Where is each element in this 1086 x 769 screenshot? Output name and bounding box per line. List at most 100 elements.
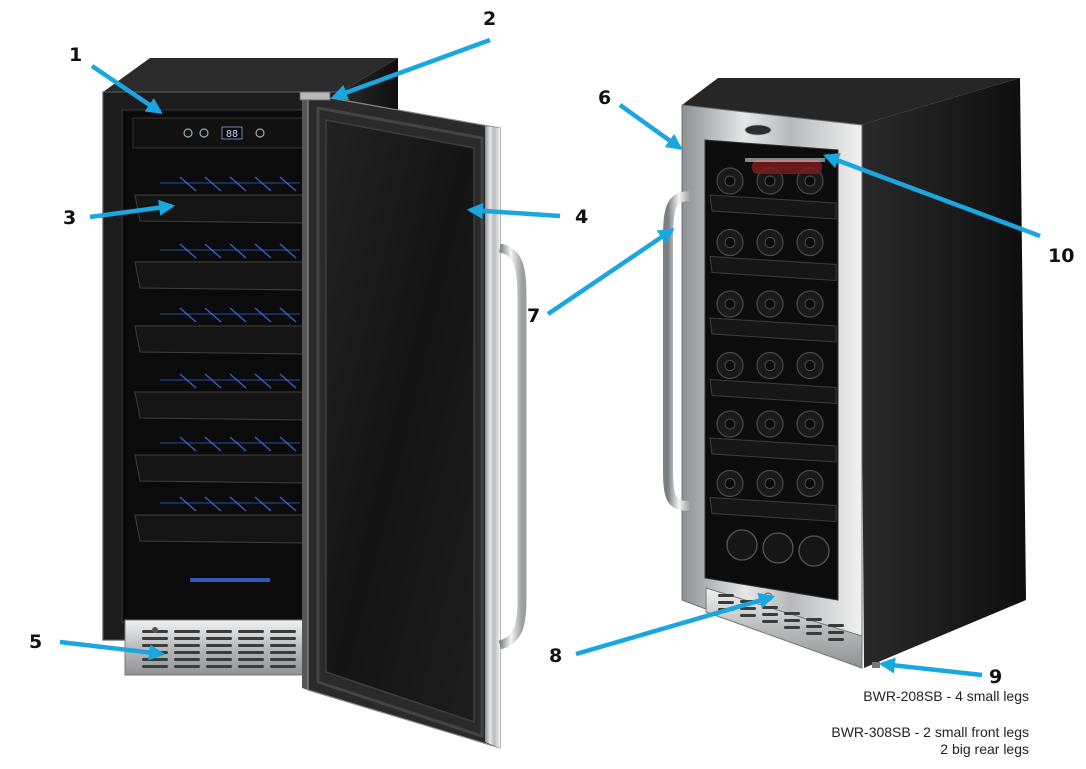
grille-slot xyxy=(238,630,264,633)
grille-slot xyxy=(174,644,200,647)
bottle-punt xyxy=(804,478,816,489)
grille-slot xyxy=(270,637,296,640)
rack-wire xyxy=(254,243,272,259)
top-bottle-label xyxy=(752,160,822,174)
grille-slot xyxy=(238,644,264,647)
grille-slot xyxy=(206,637,232,640)
floor-light xyxy=(190,578,270,582)
rack-wire xyxy=(229,307,247,323)
grille-slot xyxy=(142,658,168,661)
bottle-punt xyxy=(804,175,816,187)
right-grille-slot xyxy=(784,612,800,615)
right-grille-slot xyxy=(762,620,778,623)
grille-slot xyxy=(174,665,200,668)
grille-slot xyxy=(174,630,200,633)
rear-leg xyxy=(872,662,880,668)
rack-wire xyxy=(254,307,272,323)
grille-slot xyxy=(238,637,264,640)
rack-wire xyxy=(254,436,272,452)
bottle-punt xyxy=(804,237,816,248)
grille-slot xyxy=(270,665,296,668)
svg-text:88: 88 xyxy=(226,129,238,140)
bottle-punt xyxy=(764,237,776,248)
rack-wire xyxy=(204,373,222,389)
callout-7: 7 xyxy=(527,305,540,327)
bottle-punt xyxy=(724,360,736,371)
rack-wire xyxy=(179,307,197,323)
right-shelves-with-bottles xyxy=(709,158,837,567)
rack-wire xyxy=(229,436,247,452)
bottle-punt xyxy=(724,478,736,489)
leg-note-308-front: BWR-308SB - 2 small front legs xyxy=(831,724,1029,740)
arrow-7 xyxy=(546,228,675,316)
open-glass-door xyxy=(299,91,527,749)
bottom-bottle xyxy=(798,535,830,567)
arrow-4 xyxy=(466,202,561,219)
bottle-punt xyxy=(724,298,736,310)
rack-wire xyxy=(229,176,247,192)
grille-slot xyxy=(270,651,296,654)
rack-wire xyxy=(279,373,297,389)
grille-slot xyxy=(142,665,168,668)
grille-slot xyxy=(238,658,264,661)
shelf-3 xyxy=(134,325,306,355)
right-shelf-3 xyxy=(709,317,837,343)
rack-wire xyxy=(179,496,197,512)
callout-10: 10 xyxy=(1048,245,1074,267)
right-shelf-2 xyxy=(709,255,837,282)
right-grille-slot xyxy=(828,638,844,641)
bottle-punt xyxy=(764,360,776,371)
bottle-punt xyxy=(724,237,736,248)
grille-slot xyxy=(142,644,168,647)
bottle-punt xyxy=(764,478,776,489)
bottle-punt xyxy=(724,418,736,430)
power-button-icon xyxy=(183,128,193,138)
right-shelf-1 xyxy=(709,194,837,220)
bottom-bottle xyxy=(762,532,794,564)
rack-wire xyxy=(229,496,247,512)
grille-slot xyxy=(206,651,232,654)
rack-wire xyxy=(279,176,297,192)
rack-wire xyxy=(254,373,272,389)
grille-slot xyxy=(238,651,264,654)
right-grille-slot xyxy=(762,606,778,609)
bottle-punt xyxy=(804,298,816,310)
callout-9: 9 xyxy=(989,666,1002,688)
callout-6: 6 xyxy=(598,87,611,109)
right-grille-slot xyxy=(784,626,800,629)
bottle-punt xyxy=(804,360,816,371)
right-grille-slot xyxy=(806,632,822,635)
arrow-9 xyxy=(878,657,983,678)
leg-note-308-rear: 2 big rear legs xyxy=(940,741,1029,757)
right-grille-slot xyxy=(806,618,822,621)
rack-wire xyxy=(204,243,222,259)
callout-1: 1 xyxy=(69,44,82,66)
left-front-grille xyxy=(124,619,306,676)
grille-slot xyxy=(174,658,200,661)
arrow-6 xyxy=(618,103,683,150)
rack-wire xyxy=(254,176,272,192)
callout-arrows xyxy=(59,37,1041,678)
grille-slot xyxy=(174,637,200,640)
rack-wire xyxy=(229,243,247,259)
arrow-3 xyxy=(89,199,176,220)
right-grille-slot xyxy=(806,625,822,628)
grille-slot xyxy=(270,644,296,647)
rack-wire xyxy=(204,307,222,323)
shelf-6 xyxy=(134,514,306,544)
grille-slot xyxy=(206,658,232,661)
rack-wire xyxy=(179,243,197,259)
callout-3: 3 xyxy=(63,207,76,229)
shelf-2 xyxy=(134,261,306,291)
right-grille-slot xyxy=(762,613,778,616)
temperature-display xyxy=(221,126,243,140)
rack-wire xyxy=(179,373,197,389)
top-bottle-foil xyxy=(745,158,825,162)
mode-button-icon xyxy=(255,128,265,138)
arrow-8 xyxy=(575,592,776,657)
rack-wire xyxy=(279,436,297,452)
right-grille-slot xyxy=(718,601,734,604)
right-grille-slot xyxy=(740,614,756,617)
right-front-grille xyxy=(705,587,863,669)
